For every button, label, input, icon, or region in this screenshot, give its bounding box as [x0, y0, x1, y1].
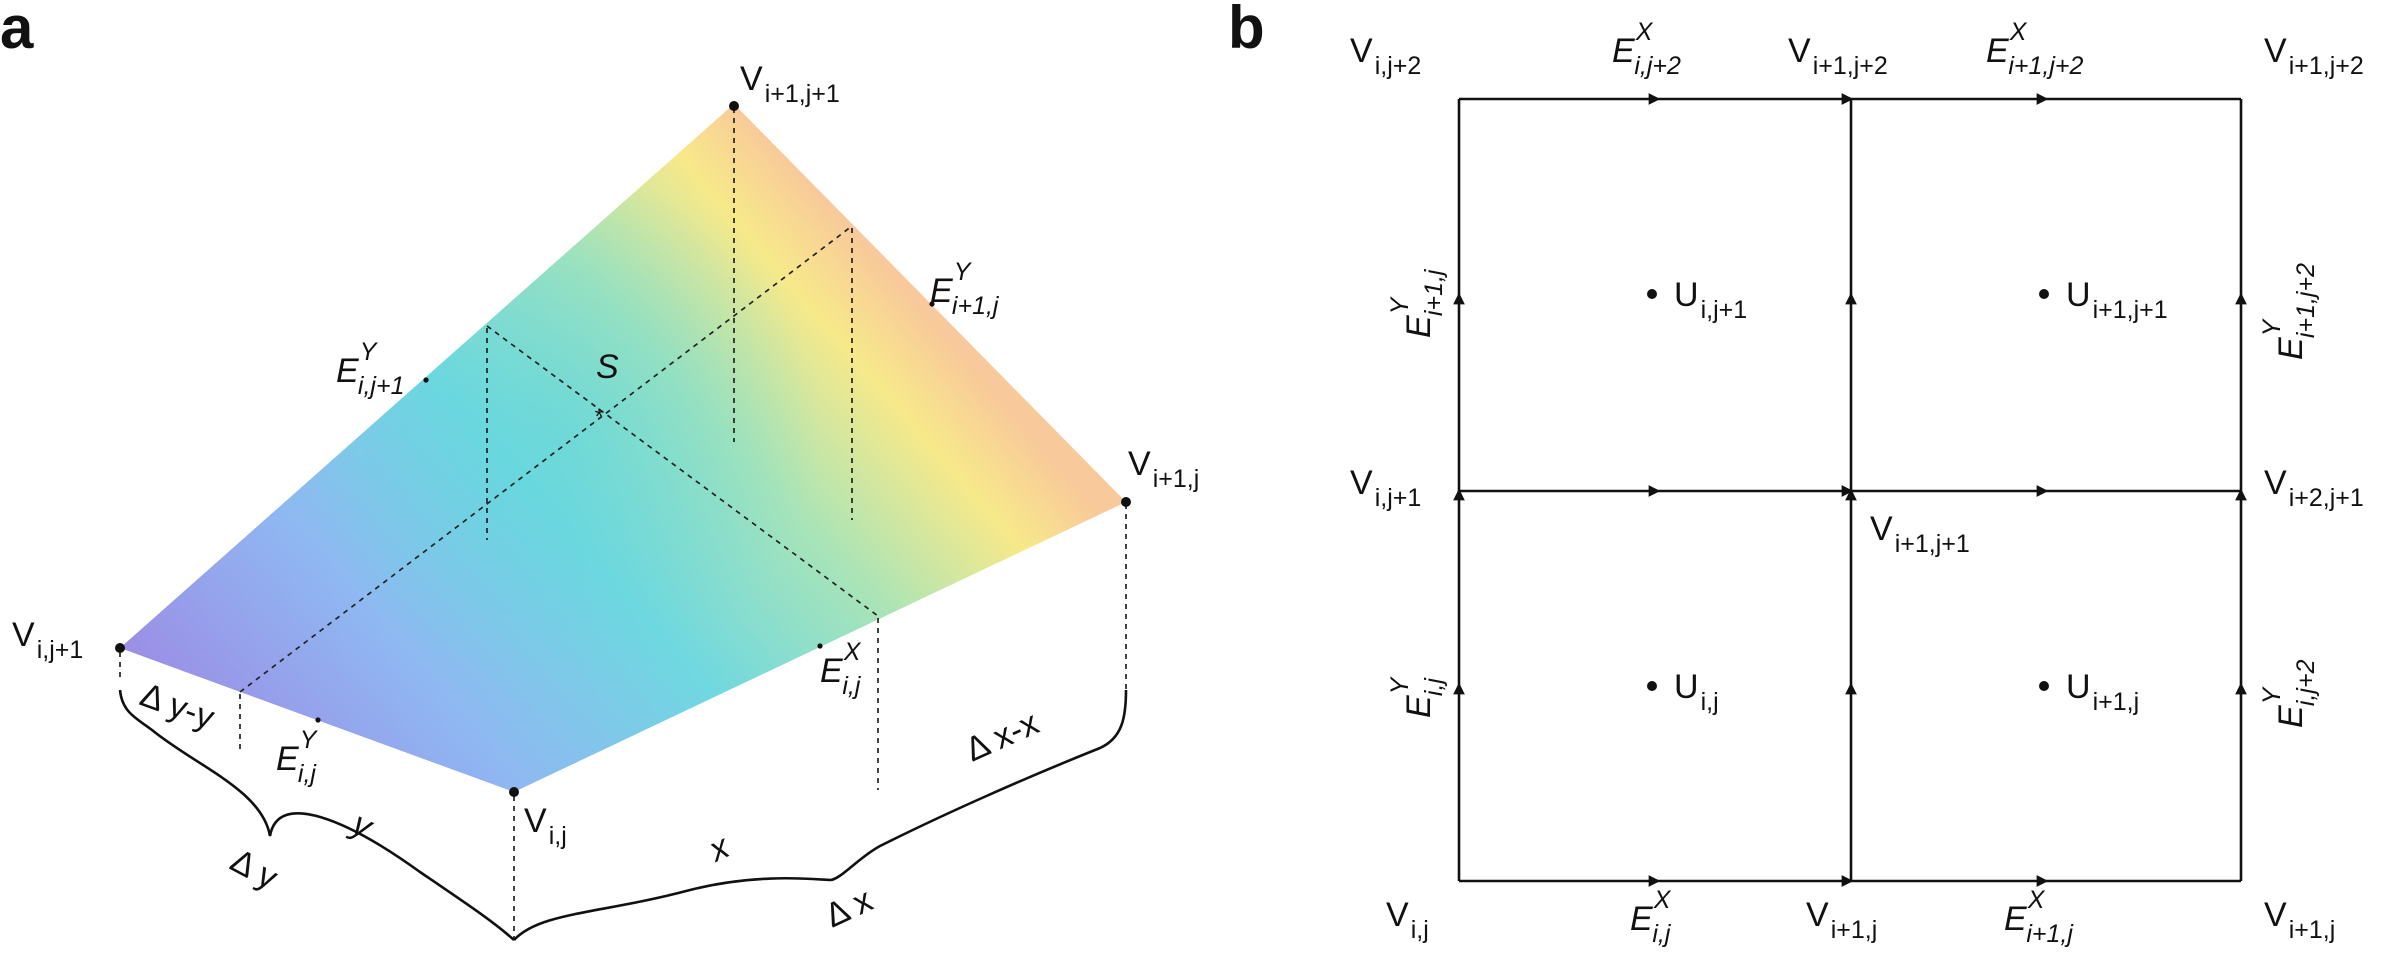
cell-dot-bottom-right — [2039, 681, 2049, 691]
panel-label-a: a — [0, 0, 34, 61]
vertex-label-mid-right: Vi+2,j+1 — [2264, 464, 2364, 512]
vertex-label-left: Vi,j+1 — [12, 616, 83, 664]
dim-label-dy: Δ y — [224, 842, 284, 898]
brace-delta-y — [118, 689, 515, 941]
cell-label-bottom-right: Ui+1,j — [2066, 668, 2139, 716]
panel-label-b: b — [1228, 0, 1265, 61]
cell-dot-bottom-left — [1647, 681, 1657, 691]
panel-b: Ui,j+1 Ui+1,j+1 Ui,j Ui+1,j Vi,j+2 Vi+1,… — [1350, 18, 2364, 948]
vertex-label-top-right: Vi+1,j+2 — [2264, 32, 2364, 80]
vertex-label-bottom-left: Vi,j — [1386, 896, 1429, 944]
center-point-marker: * — [595, 404, 604, 429]
vertex-dot-left — [115, 643, 125, 653]
surface-highlight — [120, 104, 1126, 792]
edge-dot-upper-right — [929, 301, 935, 307]
cell-dot-top-left — [1647, 289, 1657, 299]
edge-dot-lower-right — [817, 643, 823, 649]
vertex-label-right: Vi+1,j — [1128, 445, 1199, 493]
vertex-label-top-left: Vi,j+2 — [1350, 32, 1421, 80]
vertex-dot-right — [1121, 497, 1131, 507]
dashed-line-x-direction — [486, 325, 879, 617]
dim-label-dx: Δ x — [819, 881, 878, 935]
edge-dot-upper-left — [423, 377, 429, 383]
edge-dot-lower-left — [315, 717, 321, 723]
vertex-label-center: Vi+1,j+1 — [1870, 510, 1970, 558]
vertex-label-top-mid: Vi+1,j+2 — [1788, 32, 1888, 80]
cell-label-top-right: Ui+1,j+1 — [2066, 276, 2168, 324]
vertex-label-bottom-right: Vi+1,j — [2264, 896, 2335, 944]
vertex-label-bottom: Vi,j — [524, 802, 567, 850]
brace-delta-x — [513, 689, 1128, 941]
vertex-dot-bottom — [509, 787, 519, 797]
center-point-label: S — [596, 348, 619, 386]
vertex-label-bottom-mid: Vi+1,j — [1806, 896, 1877, 944]
vertex-label-top: Vi+1,j+1 — [740, 60, 840, 108]
dashed-line-y-direction — [239, 225, 853, 693]
dim-label-dx-minus-x: Δ x-x — [960, 704, 1045, 769]
dim-label-x: x — [702, 827, 736, 870]
vertex-label-mid-left: Vi,j+1 — [1350, 464, 1421, 512]
cell-dot-top-right — [2039, 289, 2049, 299]
vertex-dot-top — [729, 101, 739, 111]
cell-label-bottom-left: Ui,j — [1674, 668, 1719, 716]
cell-label-top-left: Ui,j+1 — [1674, 276, 1747, 324]
